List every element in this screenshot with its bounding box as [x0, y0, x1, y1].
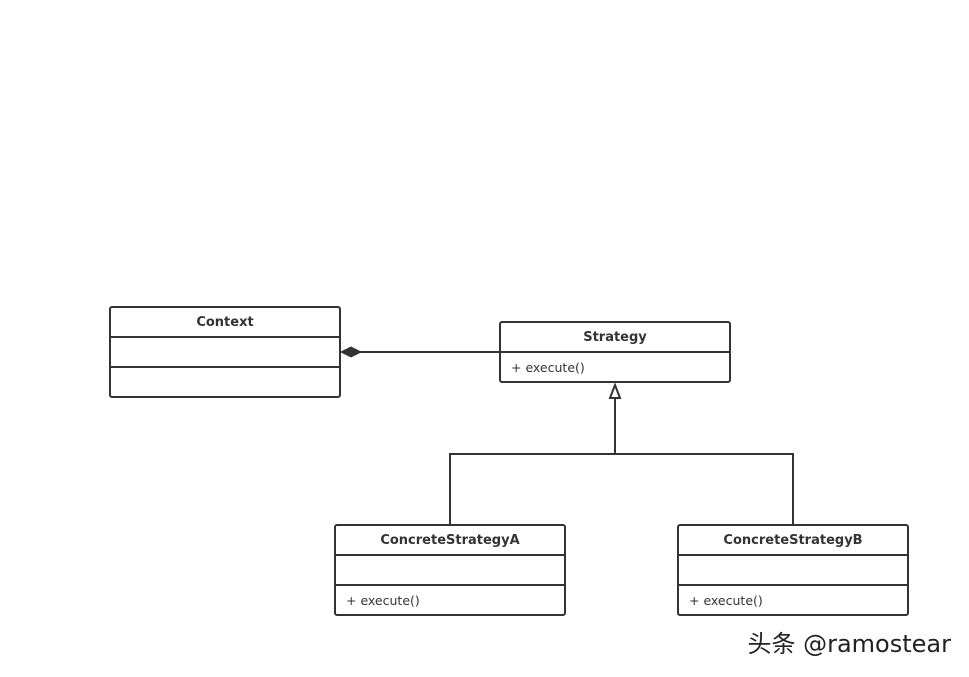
class-concrete-strategy-b-name: ConcreteStrategyB — [679, 526, 907, 556]
class-context[interactable]: Context — [109, 306, 341, 398]
class-concrete-strategy-a-attributes — [336, 556, 564, 586]
generalization-arrowhead — [608, 382, 622, 399]
class-concrete-strategy-a[interactable]: ConcreteStrategyA + execute() — [334, 524, 566, 616]
watermark-text: 头条 @ramostear — [747, 630, 951, 658]
generalization-line-b — [615, 453, 794, 525]
class-concrete-strategy-b-methods: + execute() — [689, 592, 763, 608]
generalization-line-a — [449, 453, 615, 525]
class-strategy-methods: + execute() — [511, 359, 585, 375]
class-context-methods — [111, 368, 339, 396]
class-context-attributes — [111, 338, 339, 368]
class-concrete-strategy-b-attributes — [679, 556, 907, 586]
composition-diamond — [339, 346, 363, 358]
class-concrete-strategy-a-methods: + execute() — [346, 592, 420, 608]
class-concrete-strategy-a-name: ConcreteStrategyA — [336, 526, 564, 556]
class-context-name: Context — [111, 308, 339, 338]
class-concrete-strategy-b[interactable]: ConcreteStrategyB + execute() — [677, 524, 909, 616]
class-strategy[interactable]: Strategy + execute() — [499, 321, 731, 383]
class-strategy-name: Strategy — [501, 323, 729, 353]
